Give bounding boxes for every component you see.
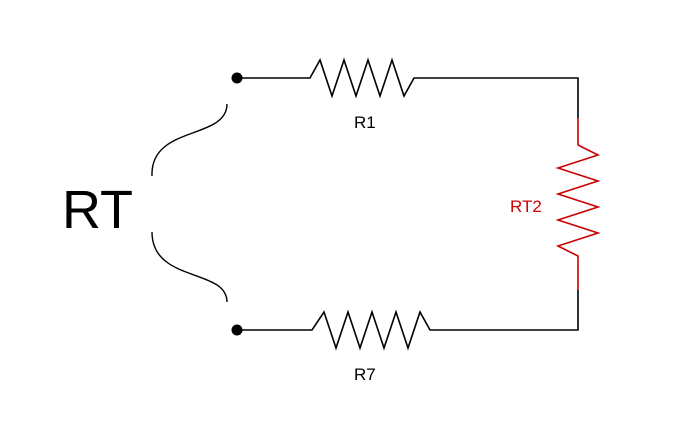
resistor-r7 [237, 290, 579, 351]
label-r7: R7 [354, 365, 376, 384]
label-r1: R1 [354, 113, 376, 132]
resistor-rt2 [555, 118, 601, 290]
label-rt: RT [62, 180, 133, 240]
label-rt2: RT2 [510, 197, 542, 216]
equivalent-brace [151, 103, 228, 177]
resistor-r1 [237, 57, 579, 118]
equivalent-brace-lower [151, 231, 228, 303]
